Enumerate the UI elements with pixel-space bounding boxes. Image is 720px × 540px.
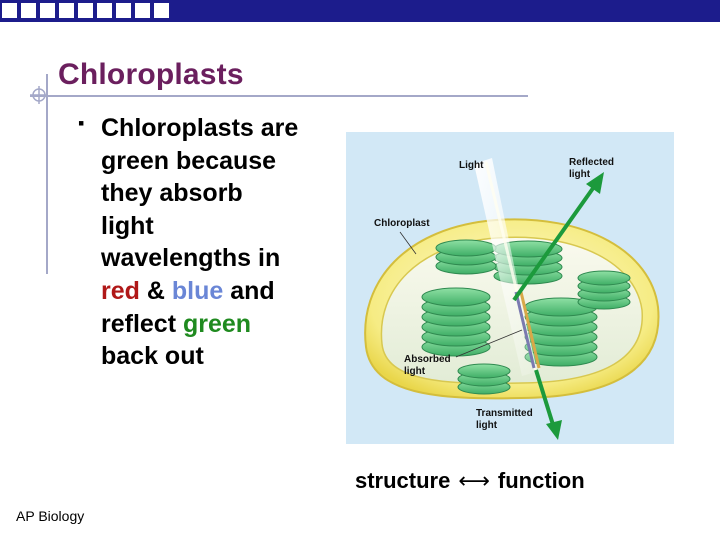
red-word: red [101,276,140,305]
absorbed-leader-line [455,329,523,358]
header-square [40,3,55,18]
footer-text: AP Biology [16,508,85,524]
header-square [59,3,74,18]
bullet-line: green because [101,146,277,175]
chloroplast-illustration [364,158,660,440]
structure-text: structure [355,468,451,493]
header-square [135,3,150,18]
title-vertical-rule [46,74,48,274]
header-square [97,3,112,18]
bullet-line: reflect green [101,308,361,341]
absorbed-light-bands [514,291,541,369]
header-square [116,3,131,18]
title-rule [30,95,528,97]
square-bullet-icon: ▪ [78,113,85,133]
light-beam [474,158,536,376]
bullet-line: wavelengths in [101,244,281,273]
reflected-light-label: Reflected light [569,157,615,180]
chloroplast-label: Chloroplast [374,218,430,229]
bullet-line: they absorb [101,179,243,208]
bullet-line: light [101,211,154,240]
chloroplast-leader-line [399,231,417,255]
header-square [78,3,93,18]
bullet-line: back out [101,342,204,371]
blue-word: blue [171,276,224,305]
bullet-line: red & blue and [101,275,361,308]
chloroplast-figure: Light Reflected light Chloroplast Absorb… [346,132,674,444]
header-square [21,3,36,18]
granum-stack [577,270,631,310]
header-squares [0,3,169,19]
header-bar [0,0,720,22]
ampersand-text: & [139,276,172,305]
and-text: and [223,276,275,305]
reflected-light-arrow [512,172,604,302]
crosshair-icon [30,86,48,104]
bullet-line: Chloroplasts are [101,114,299,142]
absorbed-light-label: Absorbed light [404,354,451,377]
granum-stack [435,239,497,275]
slide-title: Chloroplasts [58,58,244,91]
light-label: Light [459,160,484,171]
transmitted-light-arrow [534,369,562,440]
granum-stack [421,287,491,357]
structure-function-caption: structure ⟷ function [355,468,585,494]
granum-stack [524,297,598,367]
reflect-text: reflect [101,309,183,338]
header-square [154,3,169,18]
green-word: green [182,309,252,338]
header-square [2,3,17,18]
transmitted-light-label: Transmitted light [476,408,533,431]
granum-stack [457,363,511,395]
bullet-text: Chloroplasts are green because they abso… [101,112,361,373]
function-text: function [497,468,585,493]
double-arrow-icon: ⟷ [458,469,490,494]
